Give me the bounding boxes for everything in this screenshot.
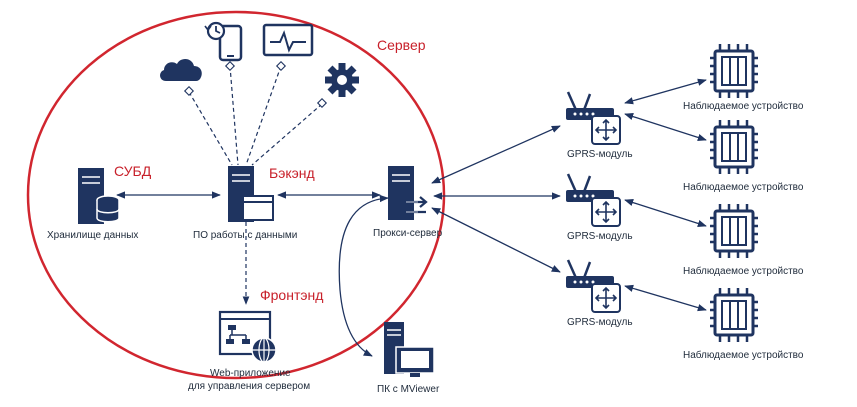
gprs-module-2 xyxy=(566,173,621,227)
pc-icon xyxy=(384,322,435,377)
dbms-title: СУБД xyxy=(114,163,152,179)
dashed-monitor xyxy=(245,65,282,166)
software-label: ПО работы с данными xyxy=(193,229,297,241)
web-app-icon xyxy=(218,310,277,363)
gprs-label-3: GPRS-модуль xyxy=(567,317,633,328)
dashed-mobile xyxy=(229,65,239,166)
device-chip-2 xyxy=(710,120,758,174)
link-proxy-gprs-3 xyxy=(431,207,561,273)
link-gprs1-device2 xyxy=(624,113,707,141)
device-label-4: Наблюдаемое устройство xyxy=(683,349,804,361)
gprs-label-1: GPRS-модуль xyxy=(567,149,633,160)
dashed-cloud xyxy=(188,91,233,166)
server-title: Сервер xyxy=(377,37,426,53)
link-gprs2-device3 xyxy=(624,199,707,227)
monitor-graph-icon xyxy=(262,23,314,57)
gear-icon xyxy=(325,63,359,97)
gprs-module-3 xyxy=(566,259,621,313)
diamond-mobile xyxy=(224,60,236,72)
diamond-monitor xyxy=(275,60,287,72)
link-gprs1-device1 xyxy=(624,78,707,105)
web-app-label-1: Web-приложение xyxy=(210,368,291,379)
device-chip-4 xyxy=(710,288,758,342)
device-label-3: Наблюдаемое устройство xyxy=(683,265,804,277)
diamond-gear xyxy=(316,97,328,109)
device-label-2: Наблюдаемое устройство xyxy=(683,181,804,193)
device-chip-3 xyxy=(710,204,758,258)
storage-server-icon xyxy=(78,168,120,224)
gprs-module-1 xyxy=(566,91,621,145)
storage-label: Хранилище данных xyxy=(47,230,138,241)
gprs-label-2: GPRS-модуль xyxy=(567,231,633,242)
dashed-gear xyxy=(251,103,323,166)
software-server-icon xyxy=(228,166,274,222)
pc-label: ПК с MViewer xyxy=(377,384,440,395)
link-gprs3-device4 xyxy=(624,284,707,312)
diamond-cloud xyxy=(183,85,195,97)
cloud-icon xyxy=(160,58,202,81)
device-chip-1 xyxy=(710,44,758,98)
device-label-1: Наблюдаемое устройство xyxy=(683,100,804,112)
frontend-title: Фронтэнд xyxy=(260,287,323,303)
web-app-label-2: для управления сервером xyxy=(188,381,310,392)
mobile-sync-icon xyxy=(204,21,243,62)
proxy-label: Прокси-сервер xyxy=(373,228,443,239)
connectors xyxy=(116,60,707,357)
link-proxy-pc xyxy=(338,194,389,357)
proxy-server-icon xyxy=(388,166,428,220)
link-proxy-gprs-1 xyxy=(431,125,561,184)
backend-title: Бэкэнд xyxy=(269,165,315,181)
